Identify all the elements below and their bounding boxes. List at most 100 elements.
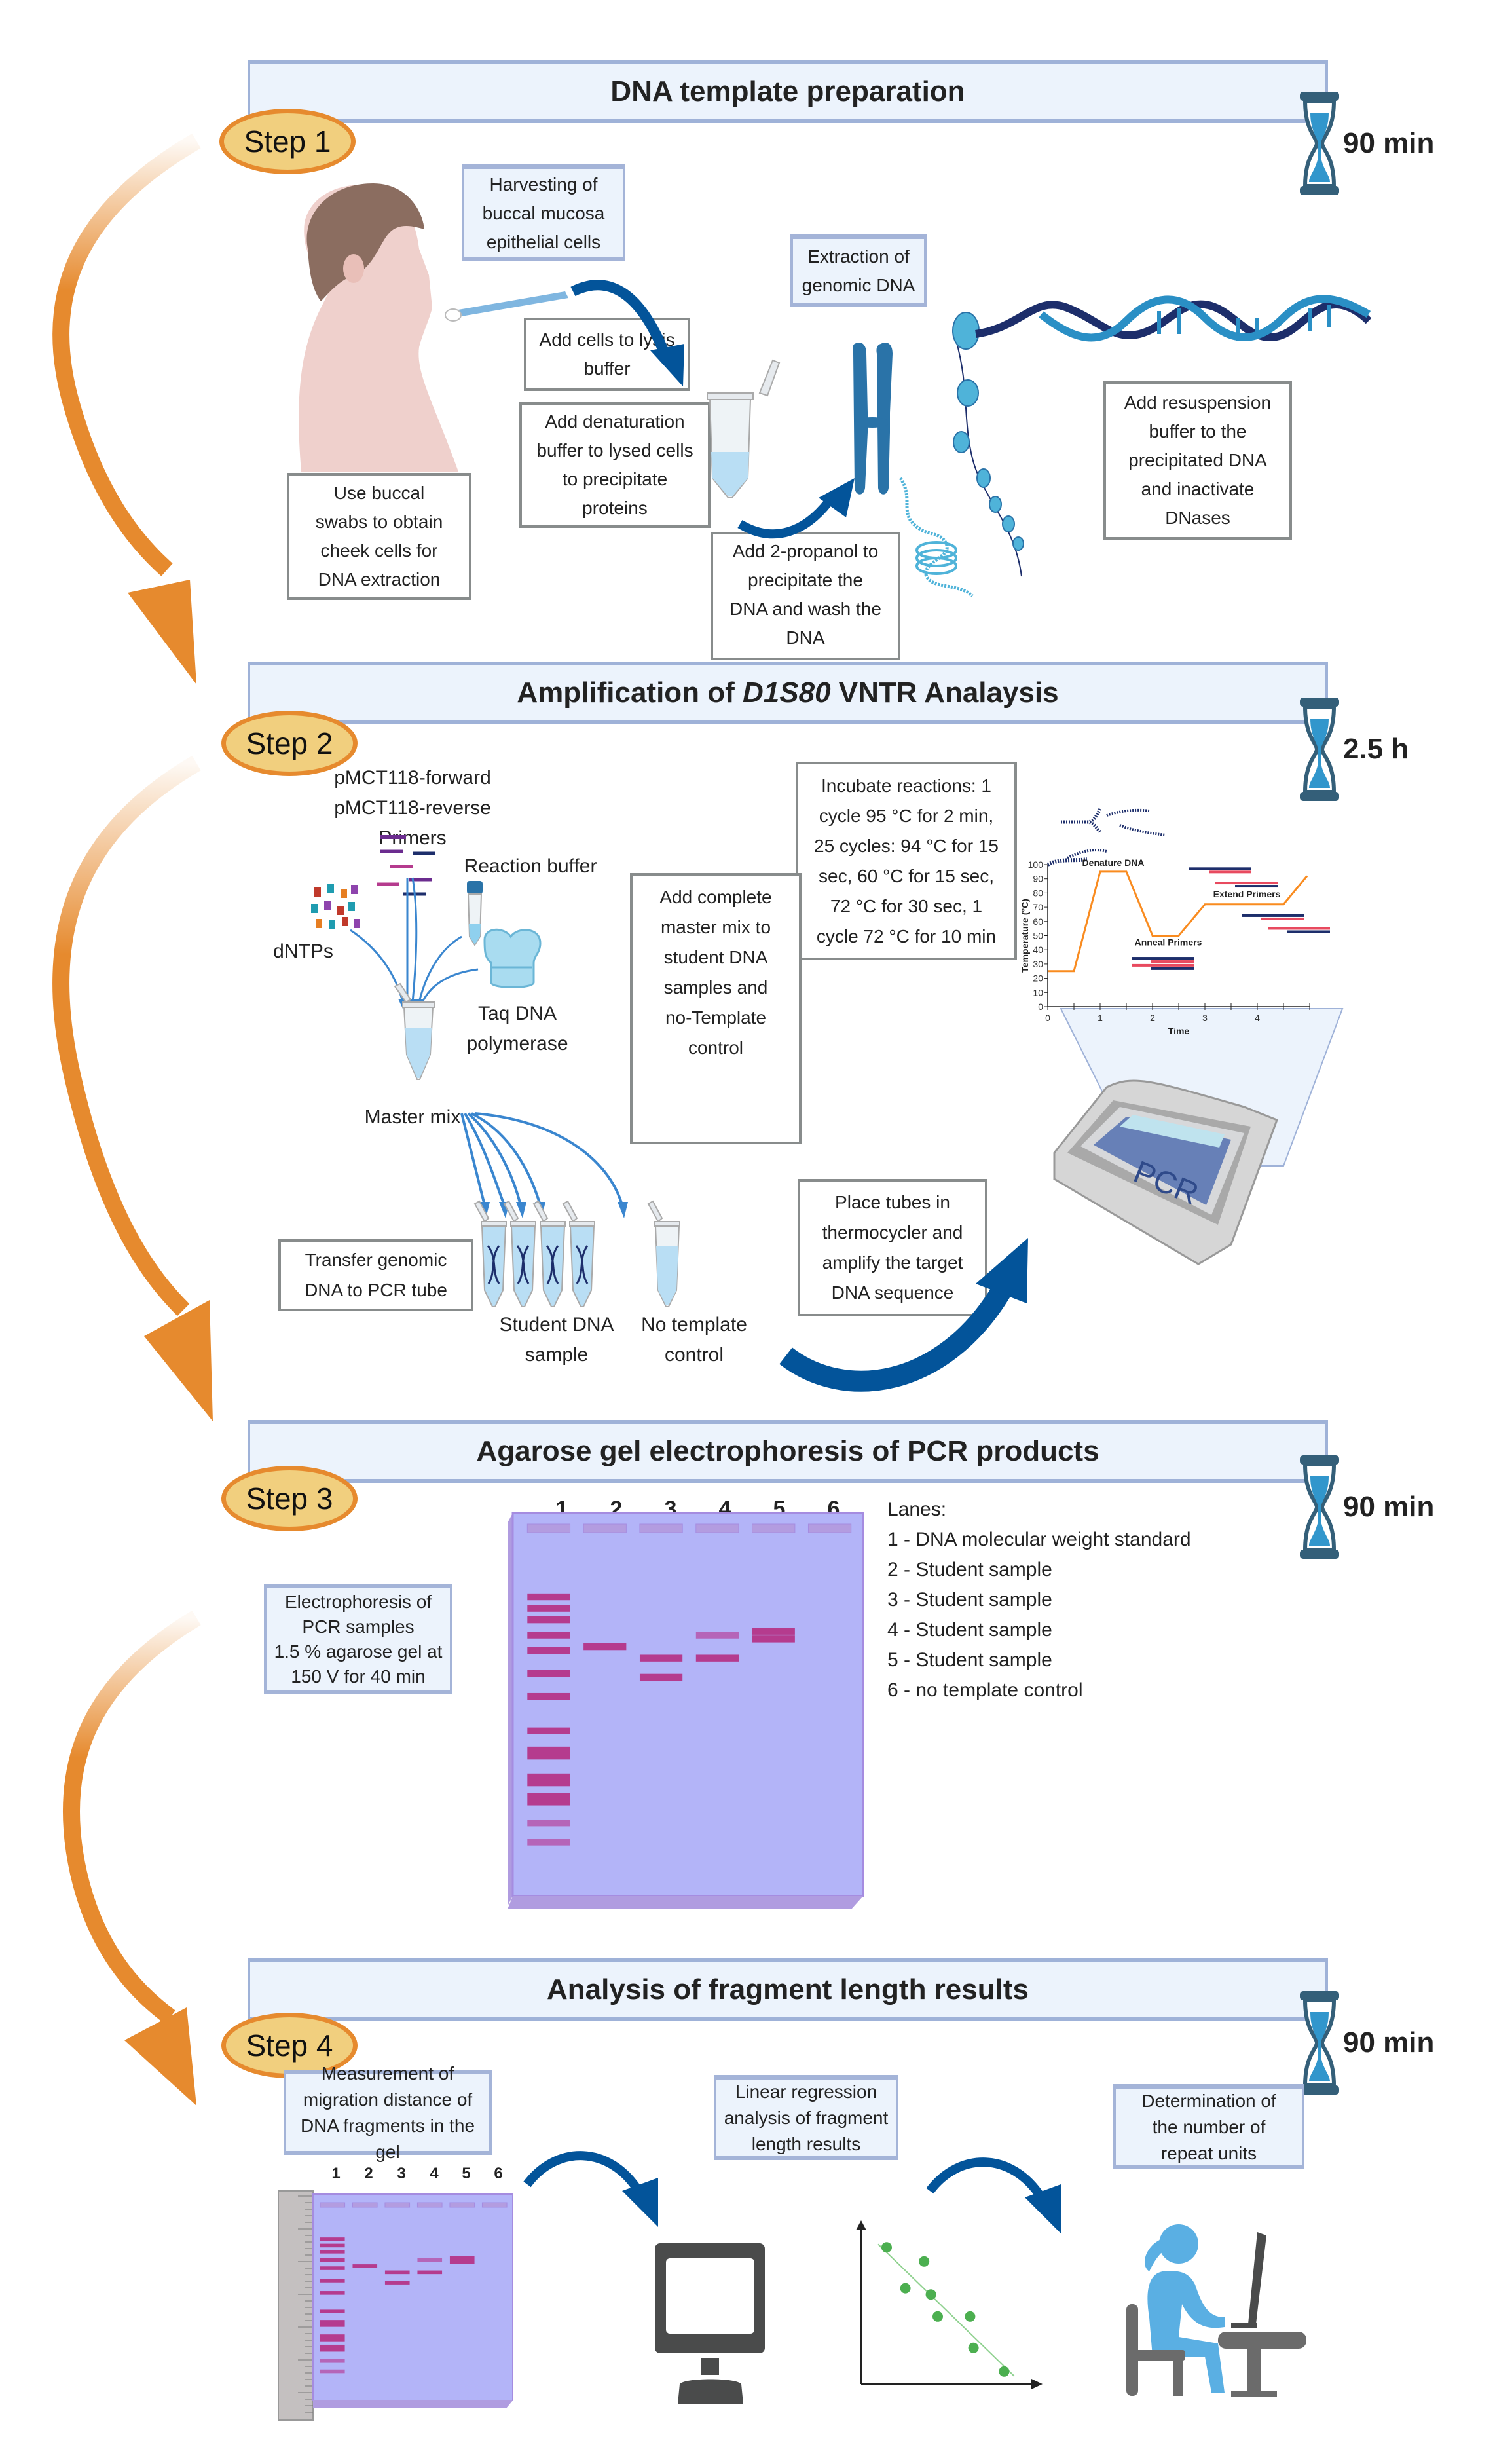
regression-scatter-chart — [856, 2220, 1043, 2389]
gel-band — [695, 1654, 739, 1662]
gel-well — [695, 1523, 739, 1533]
step3-banner: Agarose gel electrophoresis of PCR produ… — [248, 1420, 1328, 1483]
flow-arrow-step1-to-step2 — [52, 133, 201, 684]
gel-well — [384, 2202, 411, 2208]
dna-strand-glyph — [1151, 960, 1194, 963]
y-tick-label: 40 — [1033, 944, 1043, 955]
phase-annotation: Extend Primers — [1213, 889, 1281, 899]
blue-arrow-swab-to-tube — [570, 280, 684, 386]
gel-band — [583, 1643, 627, 1651]
thermocycler-device: PCR — [1053, 1079, 1278, 1265]
gel-band — [449, 2256, 475, 2260]
dna-strand-glyph — [1235, 885, 1278, 888]
extraction-text: Extraction of genomic DNA — [802, 246, 915, 295]
gel-band — [320, 2250, 345, 2254]
person-illustration — [299, 183, 458, 472]
step1-badge: Step 1 — [219, 109, 356, 174]
swab-box: Use buccal swabs to obtain cheek cells f… — [287, 473, 471, 600]
step4-title: Analysis of fragment length results — [547, 1973, 1029, 2006]
scatter-point — [881, 2242, 892, 2253]
sample-tube — [503, 1200, 536, 1307]
scatter-point — [900, 2283, 911, 2294]
measurement-text: Measurement of migration distance of DNA… — [300, 2063, 475, 2162]
master-mix-label: Master mix — [364, 1106, 461, 1128]
step2-timer: 2.5 h — [1300, 698, 1409, 801]
regression-text: Linear regression analysis of fragment l… — [724, 2081, 889, 2154]
reaction-buffer-label: Reaction buffer — [464, 855, 597, 877]
hourglass-icon — [1300, 1991, 1339, 2095]
step2-title-post: VNTR Analaysis — [830, 677, 1059, 709]
gel-band — [320, 2243, 345, 2248]
y-tick-label: 70 — [1033, 902, 1043, 912]
y-tick-label: 50 — [1033, 931, 1043, 941]
reaction-buffer-tube-icon — [467, 881, 483, 946]
gel-band — [417, 2270, 443, 2275]
gel4-lane-number: 5 — [462, 2165, 471, 2182]
propanol-box: Add 2-propanol to precipitate the DNA an… — [711, 532, 900, 660]
determination-text: Determination of the number of repeat un… — [1141, 2090, 1276, 2163]
master-mix-tube-icon — [394, 982, 435, 1080]
no-template-tube — [647, 1200, 680, 1307]
x-tick-label: 0 — [1045, 1013, 1050, 1023]
gel4-lane-number: 2 — [364, 2165, 373, 2182]
student-sample-tubes — [473, 1200, 680, 1307]
regression-box: Linear regression analysis of fragment l… — [714, 2075, 898, 2160]
sample-tube — [532, 1200, 566, 1307]
gel-band — [527, 1820, 570, 1827]
gel-band — [527, 1593, 570, 1601]
dna-strand-glyph — [1261, 917, 1304, 920]
y-tick-label: 80 — [1033, 887, 1043, 898]
hourglass-icon — [1300, 1455, 1339, 1559]
gel-legend-item: 2 - Student sample — [887, 1559, 1052, 1580]
gel-legend-item: 4 - Student sample — [887, 1619, 1052, 1641]
dna-strand-glyph — [1287, 930, 1330, 933]
y-tick-label: 100 — [1028, 859, 1044, 870]
gel-well — [807, 1523, 852, 1533]
dna-strand-glyph — [1242, 914, 1304, 917]
dna-coil-icon — [898, 477, 974, 597]
incubate-box: Incubate reactions: 1 cycle 95 °C for 2 … — [796, 762, 1017, 960]
primer-fragments-icon — [377, 849, 435, 896]
blue-arrow-tube-to-chromosome — [737, 478, 855, 539]
thermocycler-box: Place tubes in thermocycler and amplify … — [798, 1179, 987, 1316]
gel-band — [639, 1654, 683, 1662]
no-template-label: No template control — [641, 1314, 747, 1366]
blue-arrow-to-thermocycler — [779, 1238, 1028, 1392]
gel-band — [752, 1635, 795, 1643]
dna-strand-glyph — [1268, 927, 1330, 930]
swab-icon — [445, 291, 568, 322]
step4-duration: 90 min — [1343, 2026, 1435, 2059]
gel-band — [320, 2291, 345, 2295]
gel-well — [320, 2202, 346, 2208]
gel-band — [320, 2369, 345, 2374]
dna-strand-glyph — [1132, 963, 1194, 967]
y-tick-label: 0 — [1038, 1001, 1043, 1012]
gel-band — [320, 2237, 345, 2241]
dntps-label: dNTPs — [273, 941, 333, 962]
step3-timer: 90 min — [1300, 1455, 1434, 1559]
gel-band — [417, 2258, 443, 2262]
phase-annotation: Denature DNA — [1082, 857, 1145, 868]
flow-arrow-step2-to-step3 — [52, 755, 213, 1421]
denature-box: Add denaturation buffer to lysed cells t… — [519, 402, 711, 528]
gel4-lane-number: 6 — [494, 2165, 503, 2182]
gel-well — [352, 2202, 378, 2208]
gel-band — [527, 1839, 570, 1846]
microtube-icon — [707, 359, 781, 498]
taq-label: Taq DNA polymerase — [466, 1003, 568, 1055]
ssdna-wave-icon — [1046, 808, 1166, 867]
step2-title-locus: D1S80 — [743, 677, 831, 709]
y-tick-label: 30 — [1033, 959, 1043, 969]
thermocycler-text: Place tubes in thermocycler and amplify … — [822, 1192, 963, 1303]
step4-banner: Analysis of fragment length results — [248, 1958, 1328, 2021]
gel-band — [320, 2258, 345, 2262]
denature-text: Add denaturation buffer to lysed cells t… — [536, 411, 693, 518]
gel-legend-item: 5 - Student sample — [887, 1649, 1052, 1671]
step2-title-pre: Amplification of — [517, 677, 743, 709]
resuspend-box: Add resuspension buffer to the precipita… — [1103, 381, 1292, 540]
propanol-text: Add 2-propanol to precipitate the DNA an… — [729, 541, 881, 648]
gel-band — [527, 1670, 570, 1677]
phase-annotation: Anneal Primers — [1135, 937, 1202, 948]
measurement-box: Measurement of migration distance of DNA… — [284, 2063, 492, 2162]
step1-title: DNA template preparation — [610, 75, 965, 107]
